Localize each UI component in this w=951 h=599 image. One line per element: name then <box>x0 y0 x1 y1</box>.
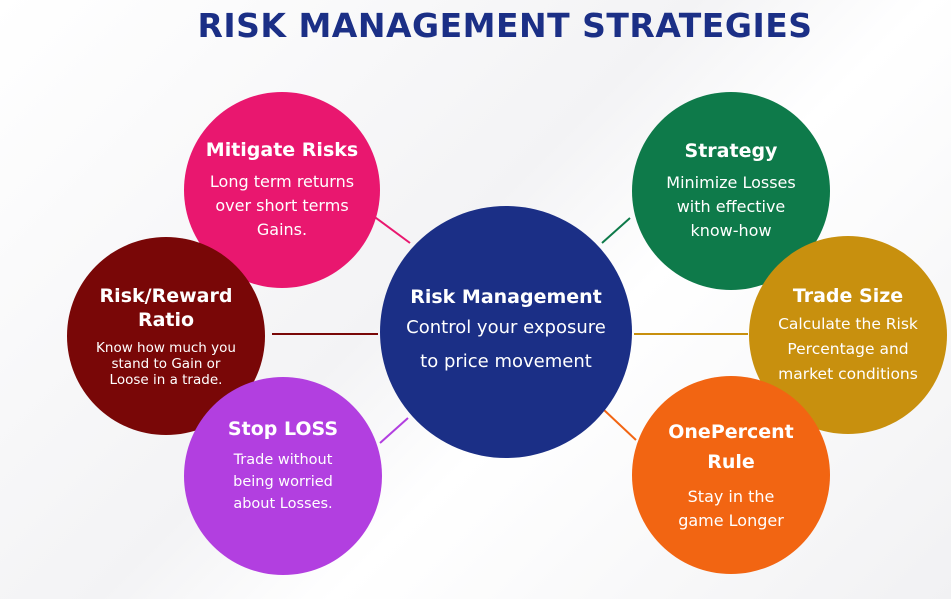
page-title: RISK MANAGEMENT STRATEGIES <box>197 6 813 45</box>
node-text: Trade without being worried about Losses… <box>233 452 333 512</box>
connector-strategy <box>601 217 631 244</box>
node-stop-loss: Stop LOSS Trade without being worried ab… <box>184 377 382 575</box>
node-heading: OnePercent Rule <box>668 421 794 473</box>
center-text: Control your exposure to price movement <box>406 317 606 372</box>
connector-stop-loss <box>379 417 409 444</box>
node-heading: Risk/Reward Ratio <box>99 285 233 331</box>
node-text: Long term returns over short terms Gains… <box>209 172 355 239</box>
node-heading: Strategy <box>684 140 778 162</box>
node-one-percent-rule: OnePercent Rule Stay in the game Longer <box>632 376 830 574</box>
center-node-risk-management: Risk Management Control your exposure to… <box>380 206 632 458</box>
node-text: Minimize Losses with effective know-how <box>666 173 796 240</box>
node-text: Know how much you stand to Gain or Loose… <box>96 340 236 388</box>
node-text: Stay in the game Longer <box>678 487 784 530</box>
node-heading: Mitigate Risks <box>205 139 359 161</box>
connector-one-percent <box>603 409 637 441</box>
center-heading: Risk Management <box>410 286 602 308</box>
node-heading: Trade Size <box>792 284 904 307</box>
node-heading: Stop LOSS <box>227 418 339 440</box>
connector-mitigate <box>371 214 411 244</box>
node-trade-size: Trade Size Calculate the Risk Percentage… <box>749 236 947 434</box>
node-text: Calculate the Risk Percentage and market… <box>778 314 918 383</box>
